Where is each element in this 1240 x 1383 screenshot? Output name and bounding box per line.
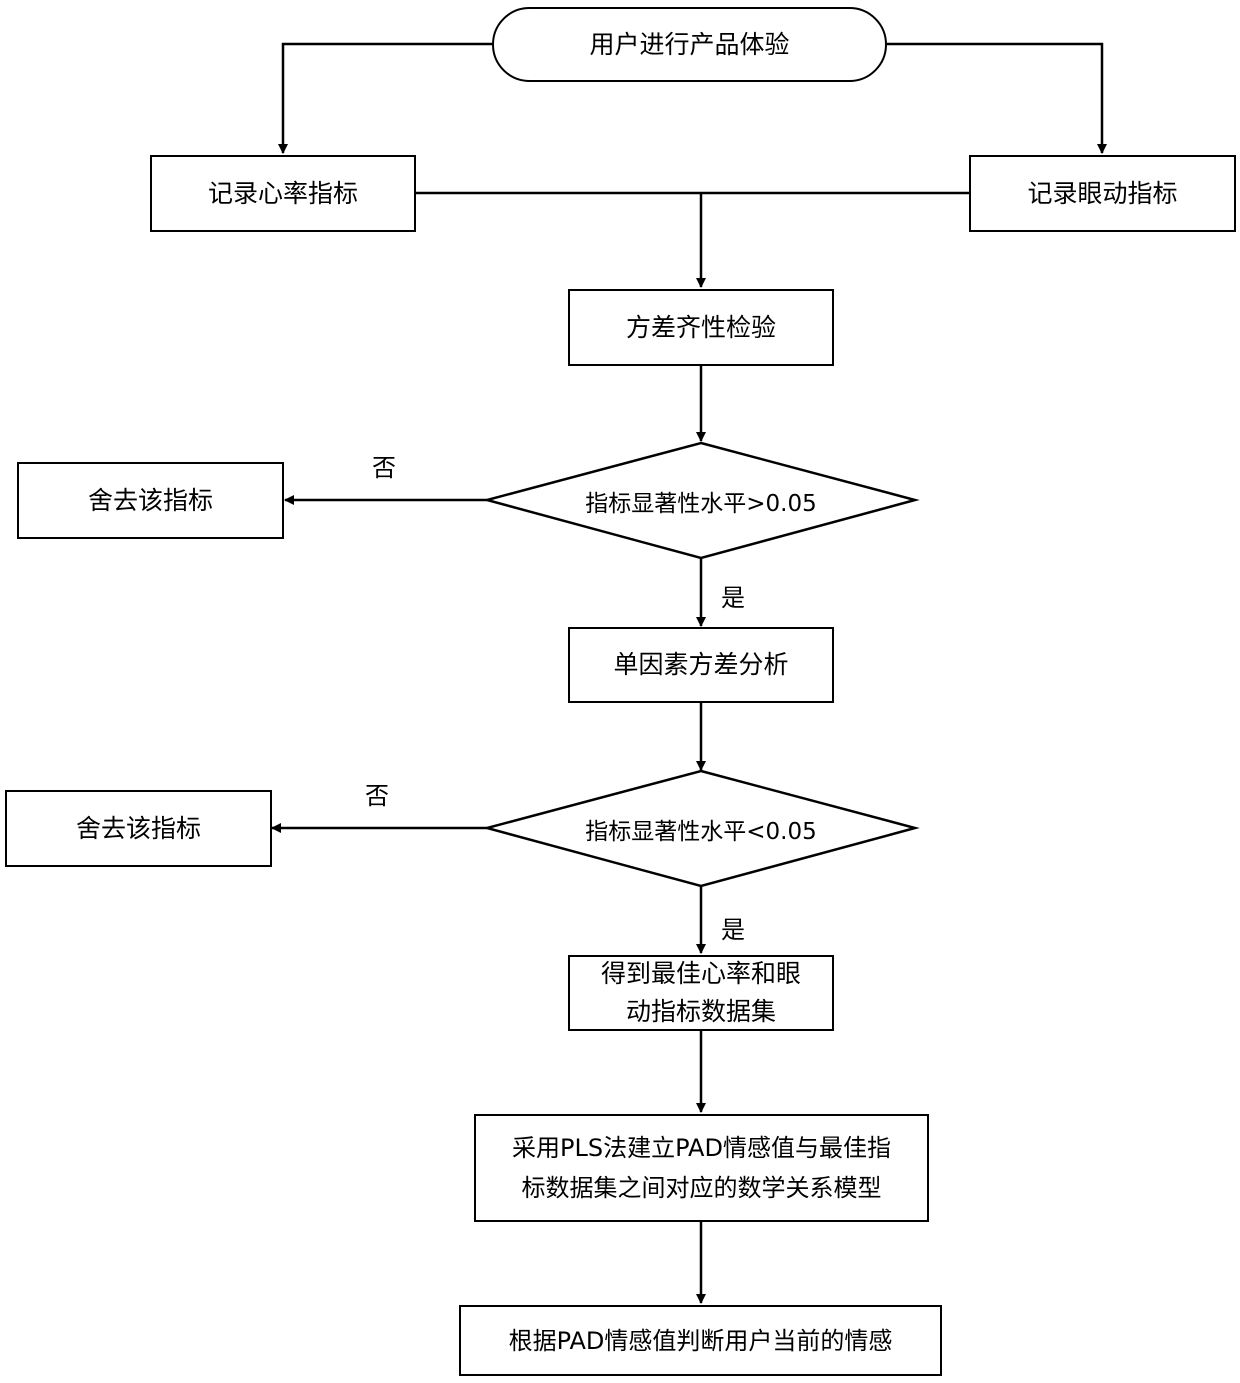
pls-model-box: 采用PLS法建立PAD情感值与最佳指 标数据集之间对应的数学关系模型 bbox=[474, 1114, 929, 1222]
judge-emotion-box: 根据PAD情感值判断用户当前的情感 bbox=[459, 1305, 942, 1376]
pls-model-label-line1: 采用PLS法建立PAD情感值与最佳指 bbox=[512, 1128, 891, 1168]
decision2-text: 指标显著性水平<0.05 bbox=[520, 808, 882, 850]
record-heart-rate-label: 记录心率指标 bbox=[208, 175, 358, 213]
decision2-label: 指标显著性水平<0.05 bbox=[585, 812, 816, 846]
homogeneity-test-box: 方差齐性检验 bbox=[568, 289, 834, 366]
discard1-label: 舍去该指标 bbox=[88, 482, 213, 520]
edge-label-no1: 否 bbox=[372, 448, 396, 483]
edge-label-no2: 否 bbox=[365, 776, 389, 811]
record-eye-movement-label: 记录眼动指标 bbox=[1027, 175, 1177, 213]
decision1-text: 指标显著性水平>0.05 bbox=[520, 480, 882, 522]
edge-label-yes1: 是 bbox=[721, 578, 745, 613]
discard1-box: 舍去该指标 bbox=[17, 462, 284, 539]
best-dataset-label-line1: 得到最佳心率和眼 bbox=[601, 955, 801, 993]
discard2-label: 舍去该指标 bbox=[76, 810, 201, 848]
edge-label-yes2: 是 bbox=[721, 910, 745, 945]
anova-box: 单因素方差分析 bbox=[568, 627, 834, 703]
best-dataset-label-line2: 动指标数据集 bbox=[626, 993, 776, 1031]
start-terminal: 用户进行产品体验 bbox=[492, 7, 887, 82]
record-heart-rate-box: 记录心率指标 bbox=[150, 155, 416, 232]
start-label: 用户进行产品体验 bbox=[589, 26, 789, 64]
best-dataset-box: 得到最佳心率和眼 动指标数据集 bbox=[568, 955, 834, 1031]
discard2-box: 舍去该指标 bbox=[5, 790, 272, 867]
pls-model-label-line2: 标数据集之间对应的数学关系模型 bbox=[522, 1168, 882, 1208]
decision1-label: 指标显著性水平>0.05 bbox=[585, 484, 816, 518]
anova-label: 单因素方差分析 bbox=[613, 646, 788, 684]
homogeneity-test-label: 方差齐性检验 bbox=[626, 309, 776, 347]
arrow-start-to-eye bbox=[887, 44, 1102, 153]
arrow-start-to-heart bbox=[283, 44, 492, 153]
judge-emotion-label: 根据PAD情感值判断用户当前的情感 bbox=[509, 1322, 893, 1360]
record-eye-movement-box: 记录眼动指标 bbox=[969, 155, 1236, 232]
